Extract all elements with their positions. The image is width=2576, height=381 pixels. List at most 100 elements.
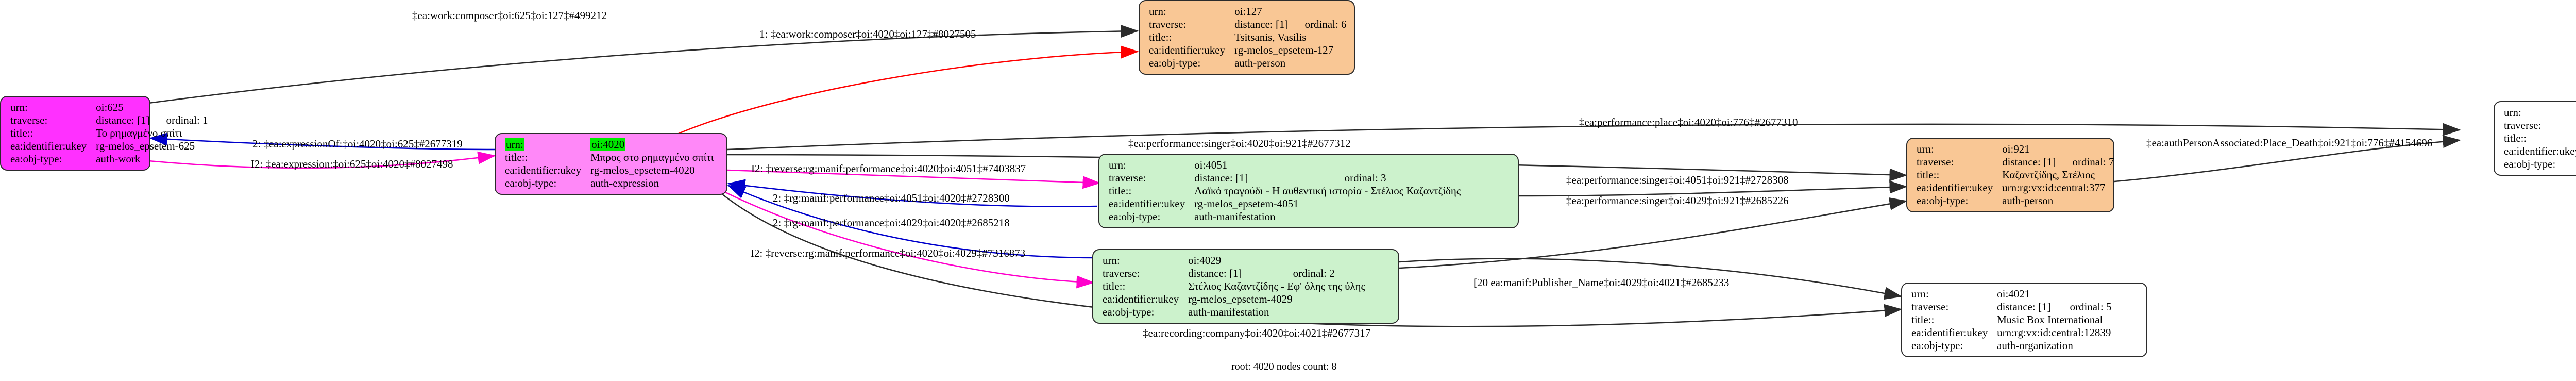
node-oi921[interactable]: urn: oi:921 traverse: distance: [1] ordi… bbox=[1906, 138, 2114, 212]
edge-label-expressionof: 2: ‡ea:expressionOf:‡oi:4020‡oi:625‡#267… bbox=[252, 138, 463, 150]
node-row-title: title:: Το ρημαγμένο σπίτι bbox=[10, 127, 208, 140]
field-label-ukey: ea:identifier:ukey bbox=[1911, 326, 1988, 339]
node-row-ukey: ea:identifier:ukey rg-melos_epsetem-4051 bbox=[1109, 197, 1464, 210]
field-value-ukey: rg-melos_epsetem-127 bbox=[1234, 44, 1334, 56]
field-value-ordinal: ordinal: 2 bbox=[1293, 267, 1335, 279]
field-label-ukey: ea:identifier:ukey bbox=[10, 140, 87, 152]
field-label-traverse: traverse: bbox=[1917, 156, 1954, 168]
node-oi625[interactable]: urn: oi:625 traverse: distance: [1] ordi… bbox=[0, 96, 208, 171]
node-row-objtype: ea:obj-type: auth-expression bbox=[505, 177, 717, 190]
node-row-urn: urn: oi:625 bbox=[10, 101, 208, 114]
node-row-title: title:: Λαϊκό τραγούδι - Η αυθεντική ιστ… bbox=[1109, 185, 1464, 197]
field-value-objtype: auth-expression bbox=[590, 177, 659, 189]
field-label-title: title:: bbox=[1917, 169, 1940, 181]
graph-caption: root: 4020 nodes count: 8 bbox=[1231, 361, 1337, 372]
edge-label-manif-publisher: [20 ea:manif:Publisher_Name‡oi:4029‡oi:4… bbox=[1473, 276, 1730, 289]
field-value-urn: oi:4051 bbox=[1194, 159, 1228, 171]
edge-label-recording-company: ‡ea:recording:company‡oi:4020‡oi:4021‡#2… bbox=[1143, 327, 1371, 339]
field-label-title: title:: bbox=[1911, 313, 1935, 326]
field-label-urn: urn: bbox=[505, 138, 590, 151]
node-row-ukey: ea:identifier:ukey urn:rg:vx:id:central:… bbox=[1911, 326, 2114, 339]
node-row-urn: urn: oi:127 bbox=[1149, 5, 1347, 18]
field-value-objtype: auth-manifestation bbox=[1194, 210, 1276, 223]
field-label-ukey: ea:identifier:ukey bbox=[1109, 197, 1185, 210]
field-value-objtype: auth-work bbox=[96, 153, 141, 165]
edge-label-perf-singer-4051-921: ‡ea:performance:singer‡oi:4051‡oi:921‡#2… bbox=[1566, 174, 1789, 186]
field-value-objtype: auth-organization bbox=[1997, 339, 2073, 352]
node-row-urn: urn: oi:776 bbox=[2504, 106, 2576, 119]
node-row-traverse: traverse: distance: [1] ordinal: 3 bbox=[1109, 172, 1464, 185]
field-value-ukey: rg-melos_epsetem-4020 bbox=[590, 164, 695, 176]
root-highlight-key: urn: bbox=[505, 138, 524, 151]
field-label-ukey: ea:identifier:ukey bbox=[1149, 44, 1226, 56]
edge-label-rev-manif-perf-4051: I2: ‡reverse:rg:manif:performance‡oi:402… bbox=[751, 162, 1026, 175]
field-value-urn: oi:127 bbox=[1234, 5, 1262, 18]
field-value-distance: distance: [1] bbox=[2002, 156, 2056, 168]
node-oi776[interactable]: urn: oi:776 traverse: distance: [1] ordi… bbox=[2494, 101, 2576, 176]
node-oi4021[interactable]: urn: oi:4021 traverse: distance: [1] ord… bbox=[1901, 283, 2147, 357]
field-value-title: Μπρος στο ρημαγμένο σπίτι bbox=[590, 151, 714, 163]
field-value-ordinal: ordinal: 5 bbox=[2070, 301, 2112, 313]
field-label-ukey: ea:identifier:ukey bbox=[2504, 145, 2576, 157]
field-value-title: Music Box International bbox=[1997, 313, 2103, 326]
node-row-traverse: traverse: distance: [1] ordinal: 5 bbox=[1911, 301, 2114, 313]
field-value-title: Tsitsanis, Vasilis bbox=[1234, 31, 1307, 43]
field-value-objtype: auth-person bbox=[1234, 57, 1286, 69]
edge-label-work-composer-625-127: ‡ea:work:composer‡oi:625‡oi:127‡#499212 bbox=[412, 9, 607, 22]
edge-label-rev-manif-perf-4029: I2: ‡reverse:rg:manif:performance‡oi:402… bbox=[751, 247, 1026, 259]
field-label-ukey: ea:identifier:ukey bbox=[1103, 293, 1179, 305]
node-row-title: title:: Music Box International bbox=[1911, 313, 2114, 326]
field-value-distance: distance: [1] bbox=[1234, 18, 1289, 30]
node-row-traverse: traverse: distance: [1] ordinal: 4 bbox=[2504, 119, 2576, 132]
field-value-title: Το ρημαγμένο σπίτι bbox=[96, 127, 182, 139]
field-label-urn: urn: bbox=[1103, 254, 1120, 267]
node-row-traverse: traverse: distance: [1] ordinal: 6 bbox=[1149, 18, 1347, 31]
field-value-objtype: auth-person bbox=[2002, 194, 2054, 207]
node-row-title: title:: Καζαντζίδης, Στέλιος bbox=[1917, 169, 2114, 181]
edge-label-perf-place: ‡ea:performance:place‡oi:4020‡oi:776‡#26… bbox=[1579, 116, 1798, 128]
edge-label-manif-perf-4029: 2: ‡rg:manif:performance‡oi:4029‡oi:4020… bbox=[773, 217, 1010, 229]
node-oi4051[interactable]: urn: oi:4051 traverse: distance: [1] ord… bbox=[1098, 154, 1519, 228]
node-oi127[interactable]: urn: oi:127 traverse: distance: [1] ordi… bbox=[1139, 0, 1355, 75]
node-row-objtype: ea:obj-type: auth-manifestation bbox=[1109, 210, 1464, 223]
node-oi4020-root[interactable]: urn: oi:4020 title:: Μπρος στο ρημαγμένο… bbox=[495, 133, 727, 195]
field-label-ukey: ea:identifier:ukey bbox=[505, 164, 582, 176]
edge-label-authperson-place-death: ‡ea:authPersonAssociated:Place_Death‡oi:… bbox=[2146, 137, 2433, 149]
node-row-urn: urn: oi:4029 bbox=[1103, 254, 1368, 267]
field-label-objtype: ea:obj-type: bbox=[1103, 306, 1155, 318]
node-row-ukey: ea:identifier:ukey urn:rg:vx:id:central:… bbox=[2504, 145, 2576, 158]
field-value-urn: oi:4020 bbox=[590, 138, 717, 151]
node-row-ukey: ea:identifier:ukey rg-melos_epsetem-4029 bbox=[1103, 293, 1368, 306]
field-label-title: title:: bbox=[505, 151, 528, 163]
field-value-ukey: urn:rg:vx:id:central:12839 bbox=[1997, 326, 2111, 339]
field-label-traverse: traverse: bbox=[1109, 172, 1146, 184]
node-row-urn: urn: oi:4051 bbox=[1109, 159, 1464, 172]
field-label-urn: urn: bbox=[2504, 106, 2521, 119]
node-row-title: title:: Tsitsanis, Vasilis bbox=[1149, 31, 1347, 44]
node-row-ukey: ea:identifier:ukey urn:rg:vx:id:central:… bbox=[1917, 181, 2114, 194]
edge-label-perf-singer-4029-921: ‡ea:performance:singer‡oi:4029‡oi:921‡#2… bbox=[1566, 194, 1789, 207]
edge-label-manif-perf-4051: 2: ‡rg:manif:performance‡oi:4051‡oi:4020… bbox=[773, 192, 1010, 204]
field-label-objtype: ea:obj-type: bbox=[1149, 57, 1201, 69]
field-value-urn: oi:921 bbox=[2002, 143, 2030, 155]
field-value-ukey: rg-melos_epsetem-4051 bbox=[1194, 197, 1299, 210]
field-value-title: Καζαντζίδης, Στέλιος bbox=[2002, 169, 2095, 181]
field-label-title: title:: bbox=[1103, 280, 1126, 292]
field-value-ordinal: ordinal: 6 bbox=[1304, 18, 1347, 30]
field-value-ordinal: ordinal: 3 bbox=[1344, 172, 1386, 184]
field-label-title: title:: bbox=[2504, 132, 2527, 144]
field-value-objtype: auth-manifestation bbox=[1188, 306, 1269, 318]
field-label-traverse: traverse: bbox=[2504, 119, 2541, 131]
field-label-urn: urn: bbox=[1149, 5, 1166, 18]
root-highlight-value: oi:4020 bbox=[590, 138, 626, 151]
field-label-urn: urn: bbox=[1109, 159, 1126, 171]
field-value-distance: distance: [1] bbox=[96, 114, 150, 126]
node-oi4029[interactable]: urn: oi:4029 traverse: distance: [1] ord… bbox=[1092, 249, 1399, 324]
field-label-objtype: ea:obj-type: bbox=[10, 153, 62, 165]
field-label-title: title:: bbox=[1109, 185, 1132, 197]
field-label-objtype: ea:obj-type: bbox=[505, 177, 557, 189]
field-value-ukey: rg-melos_epsetem-4029 bbox=[1188, 293, 1293, 305]
field-value-distance: distance: [1] bbox=[1188, 267, 1242, 279]
edge-label-work-composer-4020-127: 1: ‡ea:work:composer‡oi:4020‡oi:127‡#802… bbox=[759, 28, 976, 40]
